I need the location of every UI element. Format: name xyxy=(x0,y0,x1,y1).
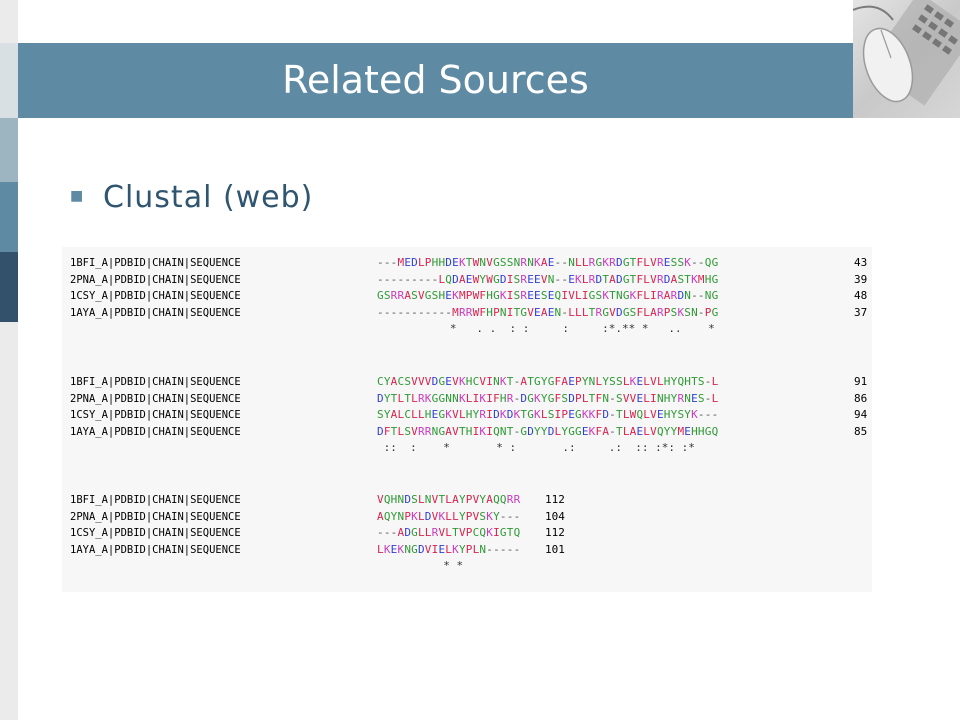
sequence-id: 1BFI_A|PDBID|CHAIN|SEQUENCE xyxy=(70,257,241,269)
alignment-row: 2PNA_A|PDBID|CHAIN|SEQUENCE DYTLTLRKGGNNK… xyxy=(62,391,872,408)
consensus: * * xyxy=(377,559,464,572)
residue-count: 48 xyxy=(854,289,868,302)
alignment-row: 1AYA_A|PDBID|CHAIN|SEQUENCE LKEKNGDVIELKY… xyxy=(62,542,872,559)
rail-block-3 xyxy=(0,182,18,252)
sequence: AQYNPKLDVKLLYPVSKY--- xyxy=(377,509,521,523)
alignment-block: 1BFI_A|PDBID|CHAIN|SEQUENCE CYACSVVVDGEVK… xyxy=(62,374,872,457)
sequence: -----------MRRWFHPNITGVEAEN-LLLTRGVDGSFL… xyxy=(377,305,719,319)
sequence-id: 1AYA_A|PDBID|CHAIN|SEQUENCE xyxy=(70,543,241,556)
keyboard-mouse-icon xyxy=(853,0,960,106)
bullet-icon: ■ xyxy=(70,188,84,204)
consensus: :: : * * : .: .: :: :*: :* xyxy=(377,441,695,454)
sequence-id: 1AYA_A|PDBID|CHAIN|SEQUENCE xyxy=(70,425,241,438)
sequence-id: 2PNA_A|PDBID|CHAIN|SEQUENCE xyxy=(70,392,241,405)
alignment-row: 1AYA_A|PDBID|CHAIN|SEQUENCE DFTLSVRRNGAVT… xyxy=(62,424,872,441)
sequence: SYALCLLHEGKVLHYRIDKDKTGKLSIPEGKKFD-TLWQL… xyxy=(377,408,719,421)
alignment-row: 1AYA_A|PDBID|CHAIN|SEQUENCE -----------MR… xyxy=(62,305,872,322)
alignment-row: 1CSY_A|PDBID|CHAIN|SEQUENCE GSRRASVGSHEKM… xyxy=(62,288,872,305)
sequence: GSRRASVGSHEKMPWFHGKISREESEQIVLIGSKTNGKFL… xyxy=(377,289,719,302)
residue-count: 91 xyxy=(854,375,868,388)
sequence: LKEKNGDVIELKYPLN----- xyxy=(377,542,521,556)
residue-count: 94 xyxy=(854,408,868,421)
sequence: CYACSVVVDGEVKHCVINKT-ATGYGFAEPYNLYSSLKEL… xyxy=(377,375,719,388)
sequence: DFTLSVRRNGAVTHIKIQNT-GDYYDLYGGEKFA-TLAEL… xyxy=(377,424,719,438)
sequence: ---ADGLLRVLTVPCQKIGTQ xyxy=(377,526,521,539)
alignment-row: 1CSY_A|PDBID|CHAIN|SEQUENCE SYALCLLHEGKVL… xyxy=(62,407,872,424)
sequence: ---------LQDAEWYWGDISREEVN--EKLRDTADGTFL… xyxy=(377,272,719,286)
consensus-row: * . . : : : :*.** * .. * xyxy=(62,321,872,338)
alignment-row: 2PNA_A|PDBID|CHAIN|SEQUENCE ---------LQDA… xyxy=(62,272,872,289)
sequence-id: 1BFI_A|PDBID|CHAIN|SEQUENCE xyxy=(70,376,241,388)
consensus-row: :: : * * : .: .: :: :*: :* xyxy=(62,440,872,457)
alignment-row: 1CSY_A|PDBID|CHAIN|SEQUENCE ---ADGLLRVLTV… xyxy=(62,525,872,542)
consensus: * . . : : : :*.** * .. * xyxy=(377,322,715,335)
residue-count: 37 xyxy=(854,305,868,319)
sequence-id: 2PNA_A|PDBID|CHAIN|SEQUENCE xyxy=(70,510,241,523)
alignment-block: 1BFI_A|PDBID|CHAIN|SEQUENCE VQHNDSLNVTLAY… xyxy=(62,492,872,575)
bullet-text: Clustal (web) xyxy=(103,180,314,215)
residue-count: 112 xyxy=(545,493,565,506)
keyboard-mouse-image xyxy=(853,0,960,118)
alignment-row: 1BFI_A|PDBID|CHAIN|SEQUENCE ---MEDLPHHDEK… xyxy=(62,255,872,272)
sequence-id: 2PNA_A|PDBID|CHAIN|SEQUENCE xyxy=(70,273,241,286)
sequence: DYTLTLRKGGNNKLIKIFHR-DGKYGFSDPLTFN-SVVEL… xyxy=(377,391,719,405)
sequence: ---MEDLPHHDEKTWNVGSSNRNKAE--NLLRGKRDGTFL… xyxy=(377,256,719,269)
alignment-row: 1BFI_A|PDBID|CHAIN|SEQUENCE VQHNDSLNVTLAY… xyxy=(62,492,872,509)
residue-count: 85 xyxy=(854,424,868,438)
residue-count: 112 xyxy=(545,526,565,539)
rail-block-1 xyxy=(0,43,18,118)
alignment-row: 1BFI_A|PDBID|CHAIN|SEQUENCE CYACSVVVDGEVK… xyxy=(62,374,872,391)
residue-count: 86 xyxy=(854,391,868,405)
sequence-id: 1CSY_A|PDBID|CHAIN|SEQUENCE xyxy=(70,409,241,421)
sequence: VQHNDSLNVTLAYPVYAQQRR xyxy=(377,493,521,506)
alignment-block: 1BFI_A|PDBID|CHAIN|SEQUENCE ---MEDLPHHDEK… xyxy=(62,255,872,338)
residue-count: 43 xyxy=(854,256,868,269)
residue-count: 104 xyxy=(545,509,565,523)
sequence-id: 1BFI_A|PDBID|CHAIN|SEQUENCE xyxy=(70,494,241,506)
sequence-id: 1CSY_A|PDBID|CHAIN|SEQUENCE xyxy=(70,290,241,302)
sequence-id: 1CSY_A|PDBID|CHAIN|SEQUENCE xyxy=(70,527,241,539)
slide-title: Related Sources xyxy=(282,58,589,102)
rail-block-2 xyxy=(0,118,18,182)
alignment-row: 2PNA_A|PDBID|CHAIN|SEQUENCE AQYNPKLDVKLLY… xyxy=(62,509,872,526)
title-bar: Related Sources xyxy=(18,43,853,118)
clustal-alignment-image: 1BFI_A|PDBID|CHAIN|SEQUENCE ---MEDLPHHDEK… xyxy=(62,247,872,592)
rail-block-4 xyxy=(0,252,18,322)
residue-count: 39 xyxy=(854,272,868,286)
consensus-row: * * xyxy=(62,558,872,575)
sequence-id: 1AYA_A|PDBID|CHAIN|SEQUENCE xyxy=(70,306,241,319)
residue-count: 101 xyxy=(545,542,565,556)
